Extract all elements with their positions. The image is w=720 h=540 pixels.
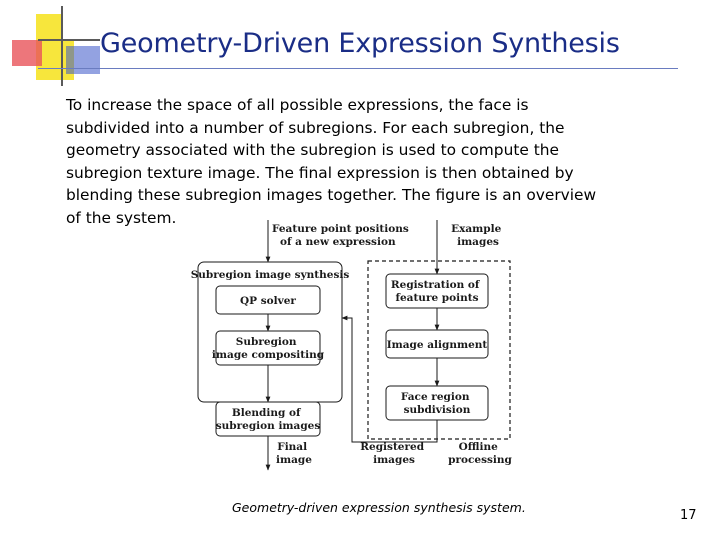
subregion-compositing-label: Subregion image compositing — [212, 336, 325, 361]
figure-caption: Geometry-driven expression synthesis sys… — [232, 500, 526, 515]
page-number: 17 — [680, 508, 697, 523]
decor-vertical-line — [61, 6, 63, 86]
arrow-registered-images — [341, 315, 438, 443]
system-diagram: Feature point positions of a new express… — [191, 220, 513, 471]
synthesis-group-label: Subregion image synthesis — [191, 269, 350, 281]
final-image-label: Final image — [276, 441, 312, 466]
offline-processing-label: Offline processing — [448, 441, 512, 466]
decor-blue-square — [66, 46, 100, 74]
qp-solver-label: QP solver — [240, 295, 296, 307]
feature-points-label: Feature point positions of a new express… — [272, 223, 412, 248]
slide-title: Geometry-Driven Expression Synthesis — [100, 28, 620, 59]
slide-body-text: To increase the space of all possible ex… — [66, 96, 597, 227]
decor-yellow-square — [36, 14, 62, 40]
decor-red-square — [12, 40, 42, 66]
offline-processing-box — [367, 260, 511, 440]
decor-horizontal-line — [38, 39, 100, 41]
example-images-label: Example images — [451, 223, 505, 248]
registration-label: Registration of feature points — [391, 279, 483, 304]
image-alignment-label: Image alignment — [387, 339, 488, 351]
blending-label: Blending of subregion images — [216, 407, 321, 432]
registered-images-label: Registered images — [360, 441, 427, 466]
synthesis-group-box — [197, 261, 343, 403]
face-subdivision-label: Face region subdivision — [401, 391, 473, 416]
title-divider — [38, 68, 678, 69]
